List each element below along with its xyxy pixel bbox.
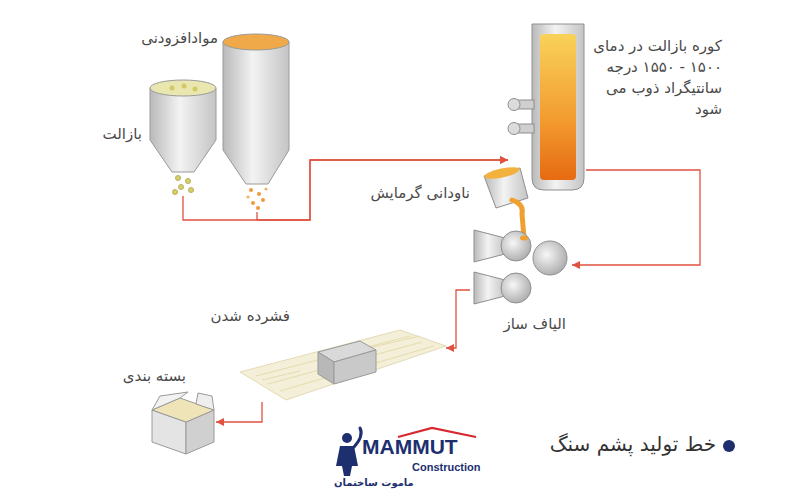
basalt-pellet [186,179,191,184]
basalt-pellet [189,188,194,193]
additive-grain [246,195,249,198]
additives-silo: موادافزودنی [222,32,292,212]
diagram-title: خط تولید پشم سنگ [550,432,716,456]
flow-arrow [257,160,508,220]
flow-arrow [216,402,262,422]
additives-silo-top [223,34,289,50]
heating-trough: ناودانی گرمایش [478,168,530,214]
node-label: بسته بندی [123,366,186,387]
furnace-pipe-end [508,99,520,111]
basalt-pellet [193,87,198,92]
basalt-pellet [179,185,184,190]
spinner-wheel [501,273,531,303]
packaging-box: بسته بندی [148,390,216,456]
basalt-pellet [173,190,178,195]
additive-grain [261,198,265,202]
spinner-wheel [533,241,567,275]
logo-wordmark: MAMMUT [362,436,458,457]
basalt-furnace: کوره بازالت در دمای ۱۵۰۰ - ۱۵۵۰ درجه سان… [508,22,586,192]
flow-arrow [183,160,508,220]
additives-silo-body [223,42,289,184]
fiberizer: الیاف ساز [470,226,572,308]
press-side [334,350,376,384]
spinner-wheel [501,231,531,261]
basalt-silo-top [150,80,216,96]
press-front [318,352,334,384]
basalt-pellet [182,84,187,89]
melt-drop [520,236,528,241]
basalt-pellet [170,86,175,91]
node-label: موادافزودنی [141,28,218,49]
box-flap [152,392,188,410]
node-label: ناودانی گرمایش [370,183,470,204]
additive-grain [249,188,253,192]
logo-figure [336,446,358,476]
furnace-pipe-end [508,123,520,135]
flow-arrow [446,290,470,348]
felt-fibres [256,336,434,391]
spinner-cone [474,272,505,304]
logo-arm [354,428,361,447]
spinner-cone [474,230,505,262]
box-flap [196,393,214,410]
additive-grain [257,192,261,196]
logo-head [342,433,352,443]
additive-grain [256,206,260,210]
flow-arrow [572,170,700,265]
logo-persian: ماموت ساختمان [334,478,414,488]
furnace-melt [540,34,576,180]
title-bullet [723,440,735,452]
additive-grain [264,187,267,190]
furnace-shell [532,24,584,190]
basalt-pellet [176,176,181,181]
node-label: فشرده شدن [210,306,290,327]
logo-subtitle: Construction [412,462,480,473]
wool-felt [240,330,446,400]
basalt-silo-body [150,88,216,172]
basalt-silo: بازالت [148,80,218,196]
node-label: بازالت [103,124,142,145]
node-label: کوره بازالت در دمای ۱۵۰۰ - ۱۵۵۰ درجه سان… [592,36,722,120]
additive-grain [251,201,255,205]
node-label: الیاف ساز [503,314,566,335]
compression-line: فشرده شدن [238,328,446,402]
trough-melt [483,165,520,181]
